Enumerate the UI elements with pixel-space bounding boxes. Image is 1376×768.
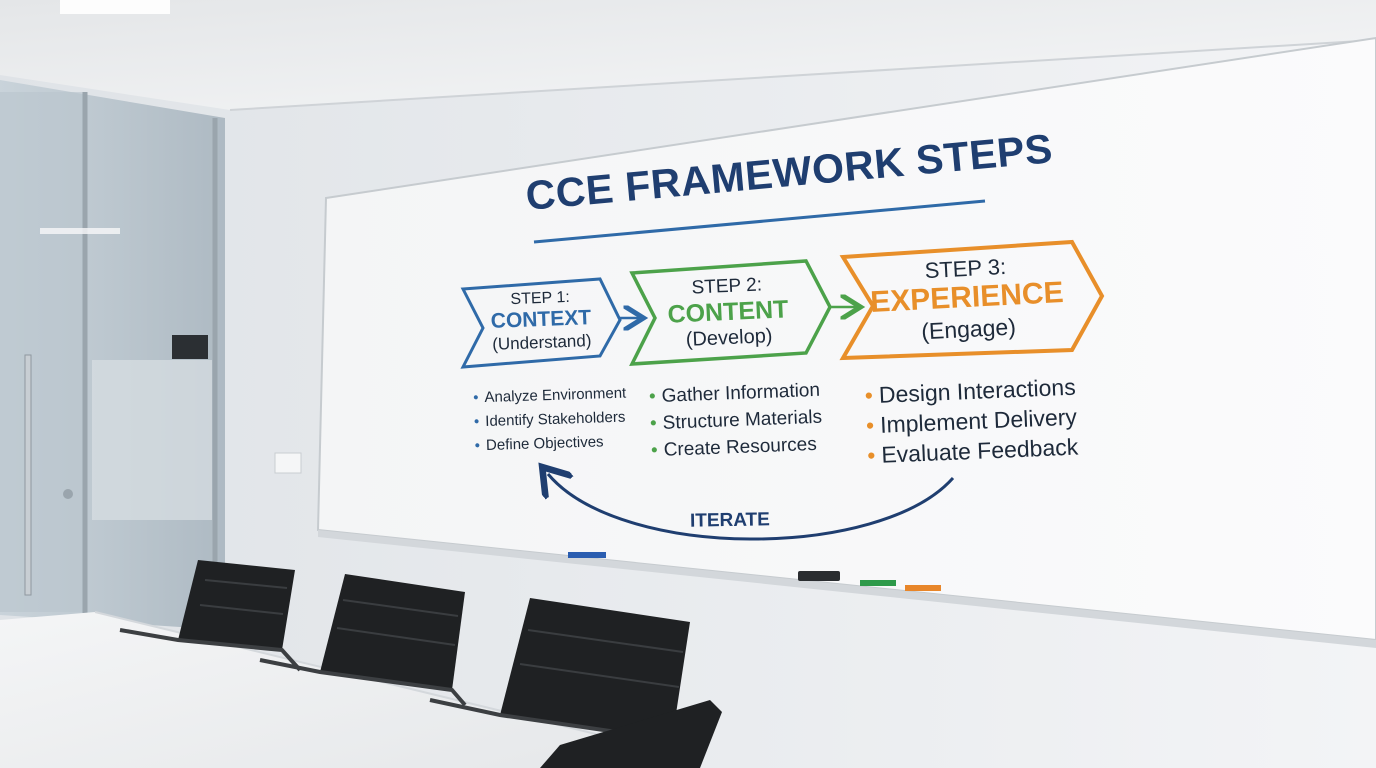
ceiling-light: [60, 0, 170, 14]
office-chair: [119, 560, 302, 672]
glass-partition: [0, 80, 225, 630]
whiteboard: [316, 36, 1376, 648]
marker-green: [860, 580, 896, 586]
eraser: [798, 571, 840, 581]
office-chair: [540, 700, 722, 768]
marker-orange: [905, 585, 941, 591]
curved-arrow-icon: [548, 474, 955, 541]
conference-table: [0, 612, 600, 768]
step1-chevron: [460, 277, 622, 369]
marker-blue: [568, 552, 606, 558]
title-underline: [533, 199, 986, 244]
light-switch: [274, 452, 302, 474]
ceiling: [0, 0, 1376, 110]
office-chair: [259, 574, 467, 707]
step3-chevron: [839, 239, 1105, 361]
step2-chevron: [629, 259, 832, 366]
